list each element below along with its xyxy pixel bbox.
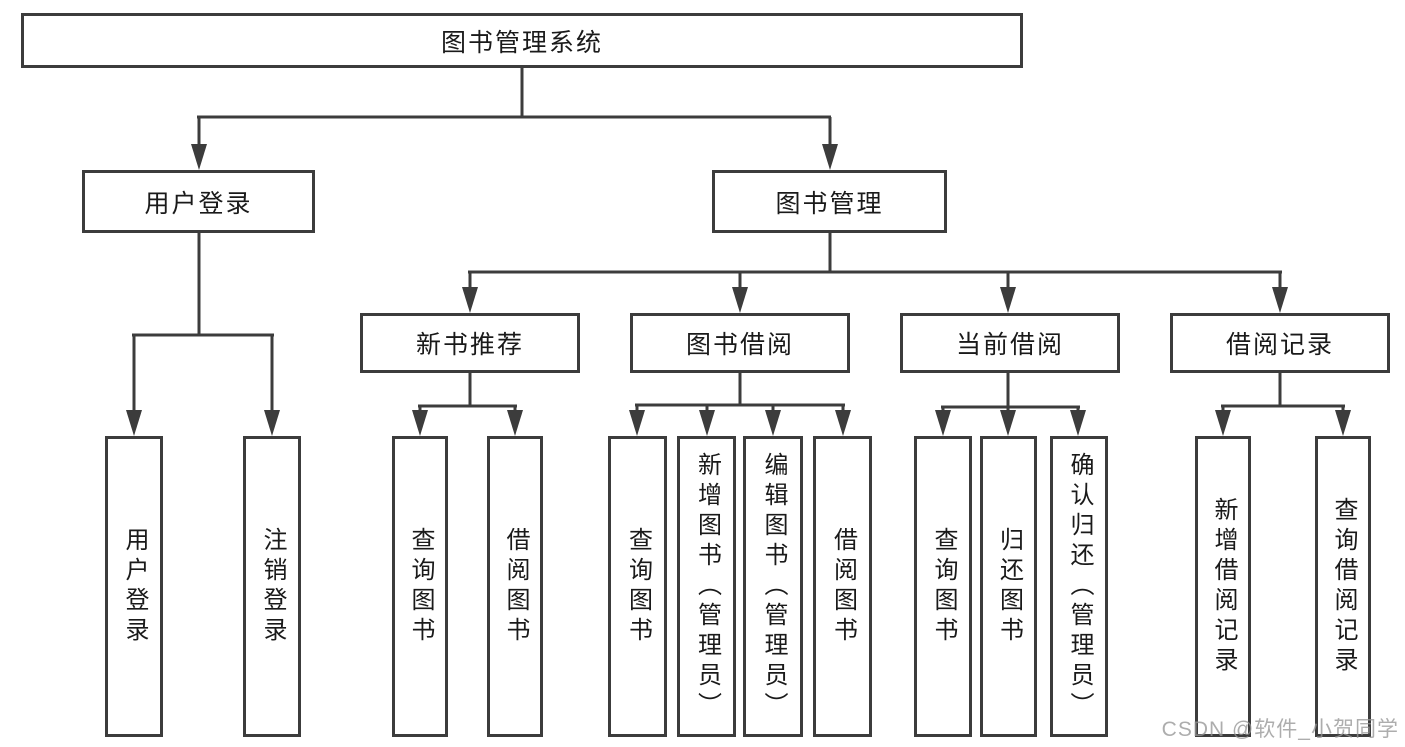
- node-user-login: 用户登录: [82, 170, 315, 233]
- connector-book-mgmt-to-level3: [462, 233, 1288, 313]
- node-library-management-system: 图书管理系统: [21, 13, 1023, 68]
- leaf-query-borrow-record: 查询借阅记录: [1315, 436, 1371, 737]
- leaf-add-books-admin: 新增图书（管理员）: [677, 436, 736, 737]
- connector-book-borrow-to-leaves: [629, 373, 851, 436]
- leaf-add-borrow-record: 新增借阅记录: [1195, 436, 1251, 737]
- csdn-watermark: CSDN @软件_小贺同学: [1161, 718, 1399, 741]
- node-current-borrowing: 当前借阅: [900, 313, 1120, 373]
- leaf-query-books-current: 查询图书: [914, 436, 972, 737]
- leaf-edit-books-admin: 编辑图书（管理员）: [743, 436, 803, 737]
- node-book-borrowing: 图书借阅: [630, 313, 850, 373]
- node-borrowing-records: 借阅记录: [1170, 313, 1390, 373]
- leaf-query-books-borrow: 查询图书: [608, 436, 667, 737]
- leaf-logout: 注销登录: [243, 436, 301, 737]
- connector-user-login-to-leaves: [126, 233, 280, 436]
- node-new-book-recommendation: 新书推荐: [360, 313, 580, 373]
- connector-current-borrow-to-leaves: [935, 373, 1086, 436]
- connector-root-to-level2: [191, 68, 838, 170]
- node-book-management: 图书管理: [712, 170, 947, 233]
- leaf-borrow-books-recommend: 借阅图书: [487, 436, 543, 737]
- leaf-borrow-books: 借阅图书: [813, 436, 872, 737]
- connector-borrow-records-to-leaves: [1215, 373, 1351, 436]
- leaf-query-books-recommend: 查询图书: [392, 436, 448, 737]
- leaf-user-login: 用户登录: [105, 436, 163, 737]
- leaf-confirm-return-admin: 确认归还（管理员）: [1050, 436, 1108, 737]
- leaf-return-books: 归还图书: [980, 436, 1037, 737]
- connector-new-book-to-leaves: [412, 373, 523, 436]
